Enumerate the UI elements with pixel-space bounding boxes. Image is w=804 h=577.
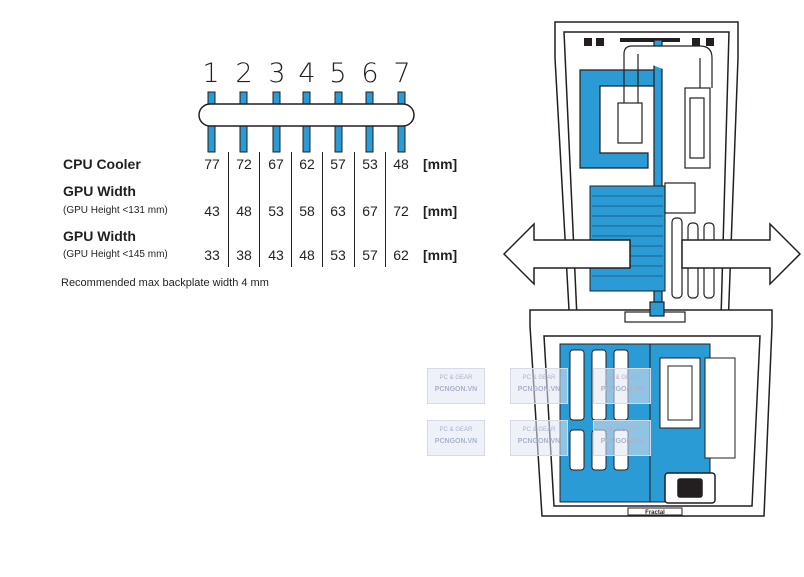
table-cell: 48 — [236, 203, 252, 219]
position-number-7: 7 — [393, 58, 411, 89]
table-divider — [354, 152, 355, 267]
position-number-6: 6 — [361, 58, 379, 89]
row-sublabel-gpu-height-145: (GPU Height <145 mm) — [63, 249, 168, 260]
row-label-cpu-cooler: CPU Cooler — [63, 156, 141, 172]
table-divider — [291, 152, 292, 267]
unit-label: [mm] — [423, 156, 458, 172]
unit-label: [mm] — [423, 203, 458, 219]
row-label-gpu-width-145: GPU Width — [63, 228, 136, 244]
cpu-cooler — [589, 185, 666, 292]
table-cell: 57 — [330, 156, 346, 172]
table-cell: 33 — [204, 247, 220, 263]
table-cell: 43 — [204, 203, 220, 219]
table-cell: 58 — [299, 203, 315, 219]
table-cell: 53 — [268, 203, 284, 219]
table-cell: 62 — [299, 156, 315, 172]
pc-case-illustration: Fractal — [502, 21, 802, 517]
arrow-right-icon — [681, 222, 802, 286]
backplate-note: Recommended max backplate width 4 mm — [61, 277, 269, 289]
row-sublabel-gpu-height-131: (GPU Height <131 mm) — [63, 205, 168, 216]
table-cell: 43 — [268, 247, 284, 263]
position-number-3: 3 — [268, 58, 286, 89]
arrow-left-icon — [502, 222, 631, 286]
table-cell: 67 — [268, 156, 284, 172]
table-divider — [322, 152, 323, 267]
table-cell: 72 — [236, 156, 252, 172]
table-cell: 77 — [204, 156, 220, 172]
position-number-1: 1 — [202, 58, 220, 89]
table-cell: 62 — [393, 247, 409, 263]
table-cell: 53 — [362, 156, 378, 172]
table-cell: 63 — [330, 203, 346, 219]
bracket-rail — [198, 103, 415, 127]
position-number-2: 2 — [235, 58, 253, 89]
unit-label: [mm] — [423, 247, 458, 263]
table-divider — [385, 152, 386, 267]
row-label-gpu-width-131: GPU Width — [63, 183, 136, 199]
table-cell: 48 — [299, 247, 315, 263]
table-cell: 67 — [362, 203, 378, 219]
fractal-logo — [627, 507, 683, 516]
table-cell: 48 — [393, 156, 409, 172]
table-cell: 38 — [236, 247, 252, 263]
table-divider — [259, 152, 260, 267]
table-cell: 53 — [330, 247, 346, 263]
bracket-diagram — [198, 91, 415, 153]
case-brand-label: Fractal — [645, 510, 665, 516]
power-socket-icon — [664, 472, 716, 504]
position-number-5: 5 — [329, 58, 347, 89]
table-divider — [228, 152, 229, 267]
table-cell: 72 — [393, 203, 409, 219]
table-cell: 57 — [362, 247, 378, 263]
position-number-4: 4 — [298, 58, 316, 89]
